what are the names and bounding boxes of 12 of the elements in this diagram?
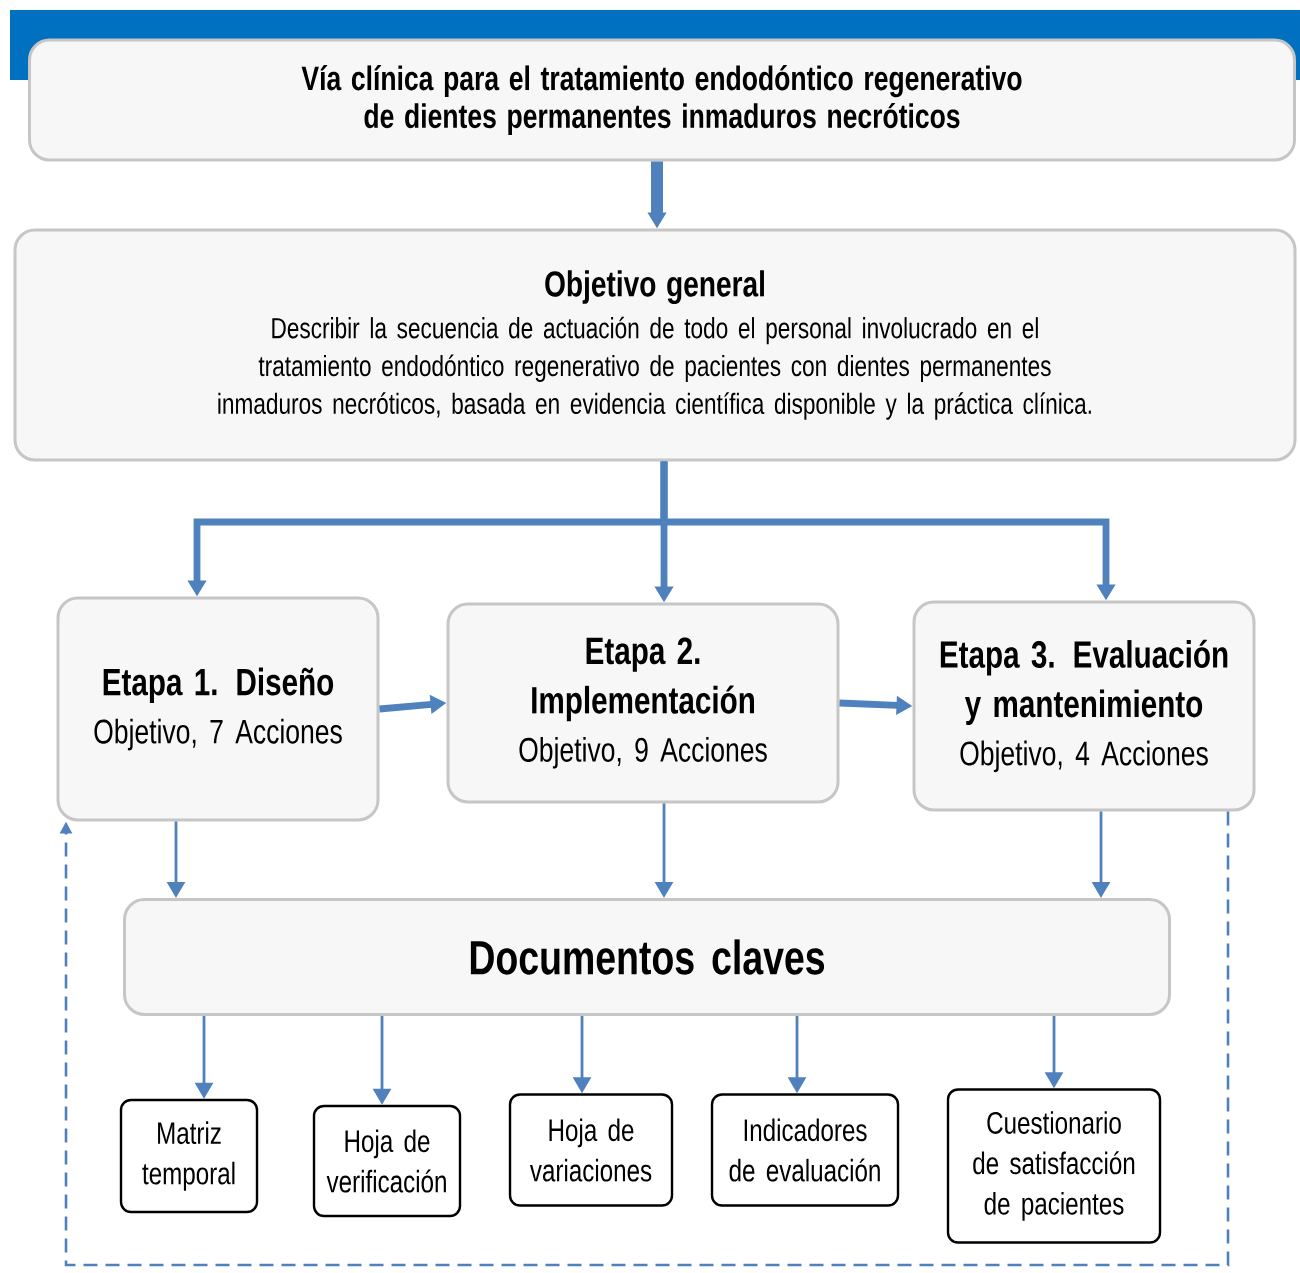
title-box: Vía clínica para el tratamiento endodóntico regenerativo de dientes permanentes inmaduros necróticos (28, 38, 1296, 162)
document-box: Matriz temporal (119, 1098, 259, 1214)
documents-box: Documentos claves (123, 898, 1171, 1016)
stage-box: Etapa 1. Diseño Objetivo, 7 Acciones (56, 596, 380, 822)
document-box: Hoja de variaciones (508, 1093, 674, 1207)
document-box: Hoja de verificación (312, 1104, 462, 1218)
stage-box: Etapa 2. Implementación Objetivo, 9 Acciones (446, 602, 840, 804)
objective-box: Objetivo general Describir la secuencia de actuación de todo el personal involucrado en el tratamiento endodóntico regenerativo de pacientes con dientes permanentes inmaduros necróticos, basada en evidencia científica disponible y la práctica clínica. (13, 228, 1297, 462)
document-box: Indicadores de evaluación (710, 1093, 900, 1207)
arrow (59, 811, 1230, 1267)
document-box: Cuestionario de satisfacción de pacientes (946, 1088, 1162, 1244)
stage-box: Etapa 3. Evaluación y mantenimiento Objetivo, 4 Acciones (912, 600, 1256, 812)
